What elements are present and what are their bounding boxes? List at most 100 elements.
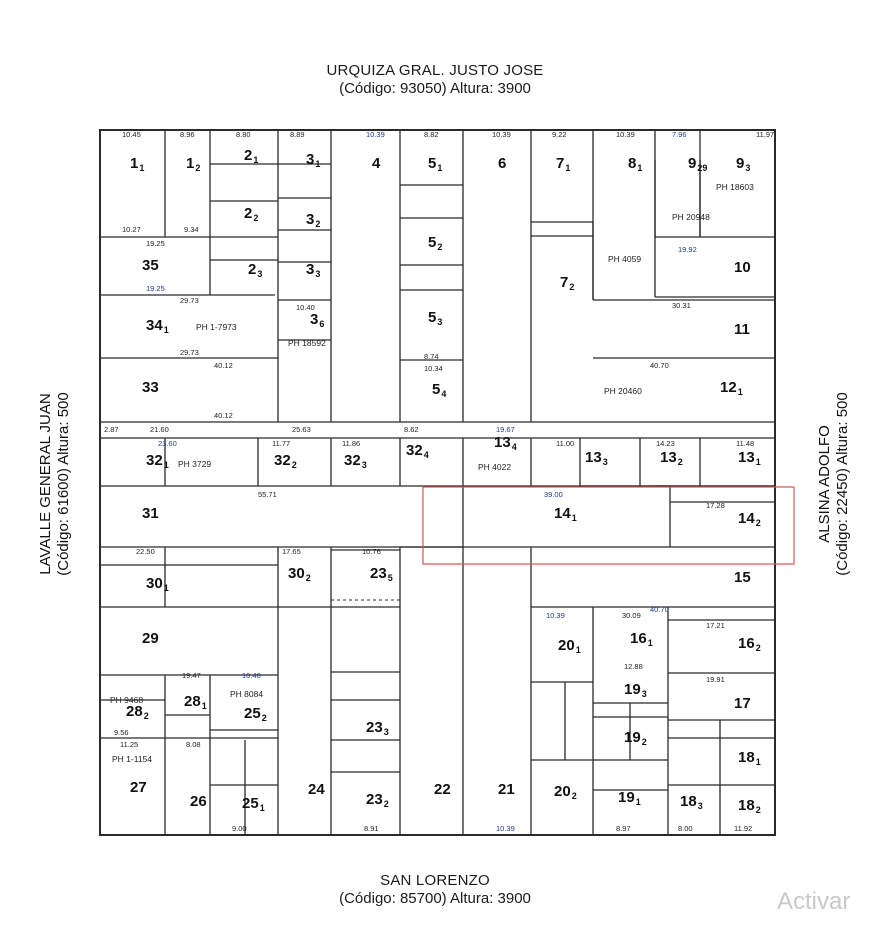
watermark: Activar (777, 888, 851, 915)
parcel-sub: 2 (262, 713, 267, 723)
parcel-main: 32 (274, 452, 291, 469)
parcel-number: 31 (142, 505, 159, 522)
measure-label: 12.88 (624, 662, 643, 671)
measure-label: 10.76 (362, 547, 381, 556)
parcel-sub: 1 (164, 325, 169, 335)
parcel-sub: 1 (565, 163, 570, 173)
measure-label: 7.96 (672, 130, 687, 139)
parcel-main: 26 (190, 793, 207, 810)
parcel-number: 11 (130, 155, 144, 173)
measure-label: 29.73 (180, 348, 199, 357)
parcel-sub: 1 (636, 797, 641, 807)
highlight-rect (422, 486, 795, 565)
parcel-number: 322 (274, 452, 297, 470)
parcel-main: 12 (720, 379, 737, 396)
parcel-main: 4 (372, 155, 381, 172)
parcel-sub: 2 (144, 711, 149, 721)
measure-label: 9.56 (114, 728, 129, 737)
parcel-number: 29 (142, 630, 159, 647)
parcel-main: 1 (186, 155, 194, 172)
highlight-box (422, 486, 795, 565)
parcel-number: 323 (344, 452, 367, 470)
measure-label: 17.65 (282, 547, 301, 556)
measure-label: 10.40 (296, 303, 315, 312)
parcel-sub: 1 (164, 460, 169, 470)
parcel-number: 17 (734, 695, 751, 712)
measure-label: 10.39 (492, 130, 511, 139)
ph-label: PH 4022 (478, 462, 511, 472)
measure-label: 9.34 (184, 225, 199, 234)
parcel-main: 9 (736, 155, 744, 172)
measure-label: 8.82 (424, 130, 439, 139)
parcel-main: 3 (306, 211, 314, 228)
measure-label: 11.77 (272, 439, 290, 448)
parcel-number: 141 (554, 505, 577, 523)
parcel-main: 18 (738, 749, 755, 766)
parcel-number: 235 (370, 565, 393, 583)
measure-label: 10.39 (546, 611, 565, 620)
parcel-main: 13 (494, 434, 511, 451)
measure-label: 8.89 (290, 130, 305, 139)
measure-label: 8.80 (236, 130, 251, 139)
parcel-sub: 1 (139, 163, 144, 173)
parcel-sub: 2 (384, 799, 389, 809)
ph-label: PH 8084 (230, 689, 263, 699)
parcel-number: 131 (738, 449, 761, 467)
parcel-main: 11 (734, 321, 750, 338)
measure-label: 8.74 (424, 352, 439, 361)
measure-label: 10.39 (496, 824, 515, 833)
street-name: URQUIZA GRAL. JUSTO JOSE (326, 62, 544, 79)
parcel-number: 302 (288, 565, 311, 583)
parcel-number: 193 (624, 681, 647, 699)
ph-label: PH 20460 (604, 386, 642, 396)
parcel-sub: 1 (253, 155, 258, 165)
parcel-sub: 3 (603, 457, 608, 467)
parcel-number: 33 (306, 261, 320, 279)
measure-label: 11.00 (556, 439, 574, 448)
parcel-main: 35 (142, 257, 159, 274)
ph-label: PH 1-1154 (112, 754, 152, 764)
measure-label: 19.25 (146, 239, 165, 248)
parcel-number: 10 (734, 259, 751, 276)
parcel-main: 32 (406, 442, 423, 459)
parcel-main: 25 (244, 705, 261, 722)
parcel-number: 181 (738, 749, 761, 767)
measure-label: 11.86 (342, 439, 360, 448)
parcel-number: 12 (186, 155, 200, 173)
parcel-sub: 4 (424, 450, 429, 460)
parcel-main: 13 (660, 449, 677, 466)
ph-label: PH 1-7973 (196, 322, 237, 332)
street-info: (Código: 85700) Altura: 3900 (339, 890, 531, 907)
parcel-main: 3 (310, 311, 318, 328)
parcel-main: 16 (738, 635, 755, 652)
parcel-main: 14 (554, 505, 571, 522)
parcel-main: 19 (624, 681, 641, 698)
parcel-number: 324 (406, 442, 429, 460)
parcel-main: 24 (308, 781, 325, 798)
measure-label: 2.87 (104, 425, 119, 434)
street-label-bottom: SAN LORENZO (Código: 85700) Altura: 3900 (285, 872, 585, 908)
parcel-number: 929 (688, 155, 707, 173)
measure-label: 9.22 (552, 130, 567, 139)
parcel-main: 23 (366, 791, 383, 808)
parcel-number: 134 (494, 434, 517, 452)
measure-label: 8.08 (186, 740, 201, 749)
parcel-sub: 2 (678, 457, 683, 467)
parcel-main: 30 (146, 575, 163, 592)
parcel-lines (99, 129, 776, 836)
parcel-main: 21 (498, 781, 515, 798)
parcel-main: 10 (734, 259, 751, 276)
measure-label: 19.25 (146, 284, 165, 293)
parcel-main: 2 (244, 147, 252, 164)
parcel-main: 19 (624, 729, 641, 746)
measure-label: 17.21 (706, 621, 725, 630)
parcel-number: 26 (190, 793, 207, 810)
measure-label: 30.09 (622, 611, 641, 620)
parcel-sub: 2 (306, 573, 311, 583)
measure-label: 8.62 (404, 425, 419, 434)
parcel-boundary (99, 129, 776, 836)
measure-label: 11.48 (736, 439, 754, 448)
parcel-sub: 3 (257, 269, 262, 279)
parcel-number: 191 (618, 789, 641, 807)
parcel-sub: 3 (362, 460, 367, 470)
